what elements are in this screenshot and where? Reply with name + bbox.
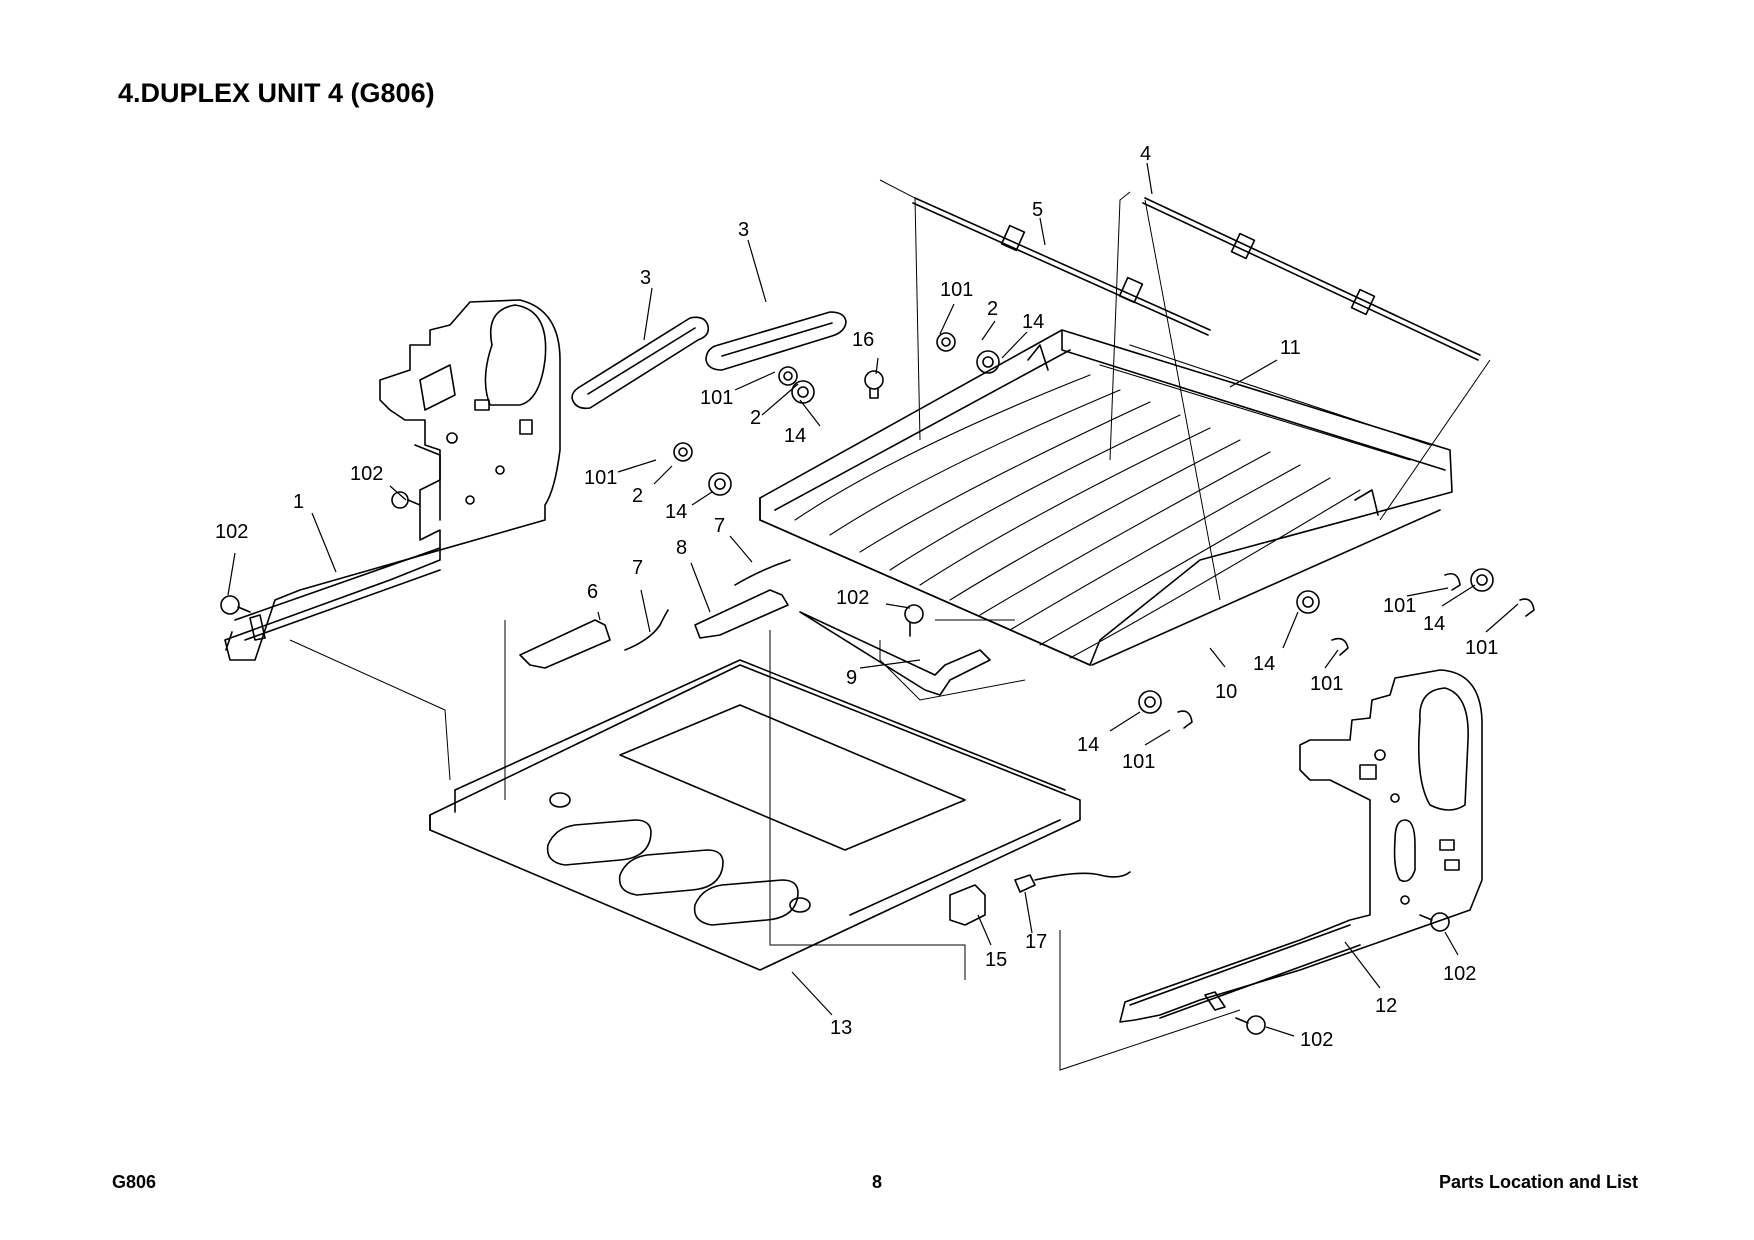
callout-label: 11 xyxy=(1280,337,1301,359)
callout-label: 3 xyxy=(738,219,749,241)
callout-label: 7 xyxy=(714,515,725,537)
page-title: 4.DUPLEX UNIT 4 (G806) xyxy=(118,78,435,108)
drive-belts xyxy=(571,311,847,410)
callout-label: 7 xyxy=(632,557,643,579)
left-side-frame xyxy=(224,299,561,661)
footer-section: Parts Location and List xyxy=(1438,1172,1638,1192)
callout-label: 16 xyxy=(852,329,874,351)
lever-assembly xyxy=(519,559,991,696)
callout-label: 2 xyxy=(632,485,643,507)
footer-model: G806 xyxy=(112,1172,157,1192)
callout-label: 101 xyxy=(700,387,733,409)
callout-label: 17 xyxy=(1025,931,1047,953)
callout-label: 102 xyxy=(215,521,248,543)
callout-lines xyxy=(227,162,1519,1037)
paper-guide-tray xyxy=(759,329,1453,666)
roller-shaft-4 xyxy=(1142,197,1481,361)
callout-label: 10 xyxy=(1215,681,1237,703)
callout-label: 14 xyxy=(1423,613,1445,635)
callout-label: 102 xyxy=(1443,963,1476,985)
callout-label: 101 xyxy=(1122,751,1155,773)
callout-label: 101 xyxy=(1465,637,1498,659)
callout-label: 4 xyxy=(1140,143,1151,165)
callout-label: 14 xyxy=(784,425,806,447)
callout-label: 102 xyxy=(836,587,869,609)
callout-label: 101 xyxy=(584,467,617,489)
base-plate xyxy=(429,659,1081,971)
right-side-frame xyxy=(1119,669,1483,1023)
callout-label: 6 xyxy=(587,581,598,603)
callout-label: 15 xyxy=(985,949,1007,971)
callout-label: 13 xyxy=(830,1017,852,1039)
callout-label: 101 xyxy=(1383,595,1416,617)
callout-labels: 4 5 3 3 101 2 14 16 11 101 2 14 101 2 14… xyxy=(215,143,1498,1051)
callout-label: 2 xyxy=(987,298,998,320)
callout-label: 14 xyxy=(665,501,687,523)
callout-label: 3 xyxy=(640,267,651,289)
roller-shaft-5 xyxy=(912,197,1211,336)
leader-lines xyxy=(289,179,1491,1071)
callout-label: 12 xyxy=(1375,995,1397,1017)
callout-label: 14 xyxy=(1022,311,1044,333)
sensor-harness xyxy=(949,871,1131,926)
callout-label: 5 xyxy=(1032,199,1043,221)
callout-label: 102 xyxy=(350,463,383,485)
callout-label: 14 xyxy=(1077,734,1099,756)
callout-label: 14 xyxy=(1253,653,1275,675)
callout-label: 8 xyxy=(676,537,687,559)
callout-label: 102 xyxy=(1300,1029,1333,1051)
callout-label: 2 xyxy=(750,407,761,429)
callout-label: 9 xyxy=(846,667,857,689)
footer-page-number: 8 xyxy=(871,1172,882,1192)
callout-label: 101 xyxy=(940,279,973,301)
callout-label: 101 xyxy=(1310,673,1343,695)
callout-label: 1 xyxy=(293,491,304,513)
